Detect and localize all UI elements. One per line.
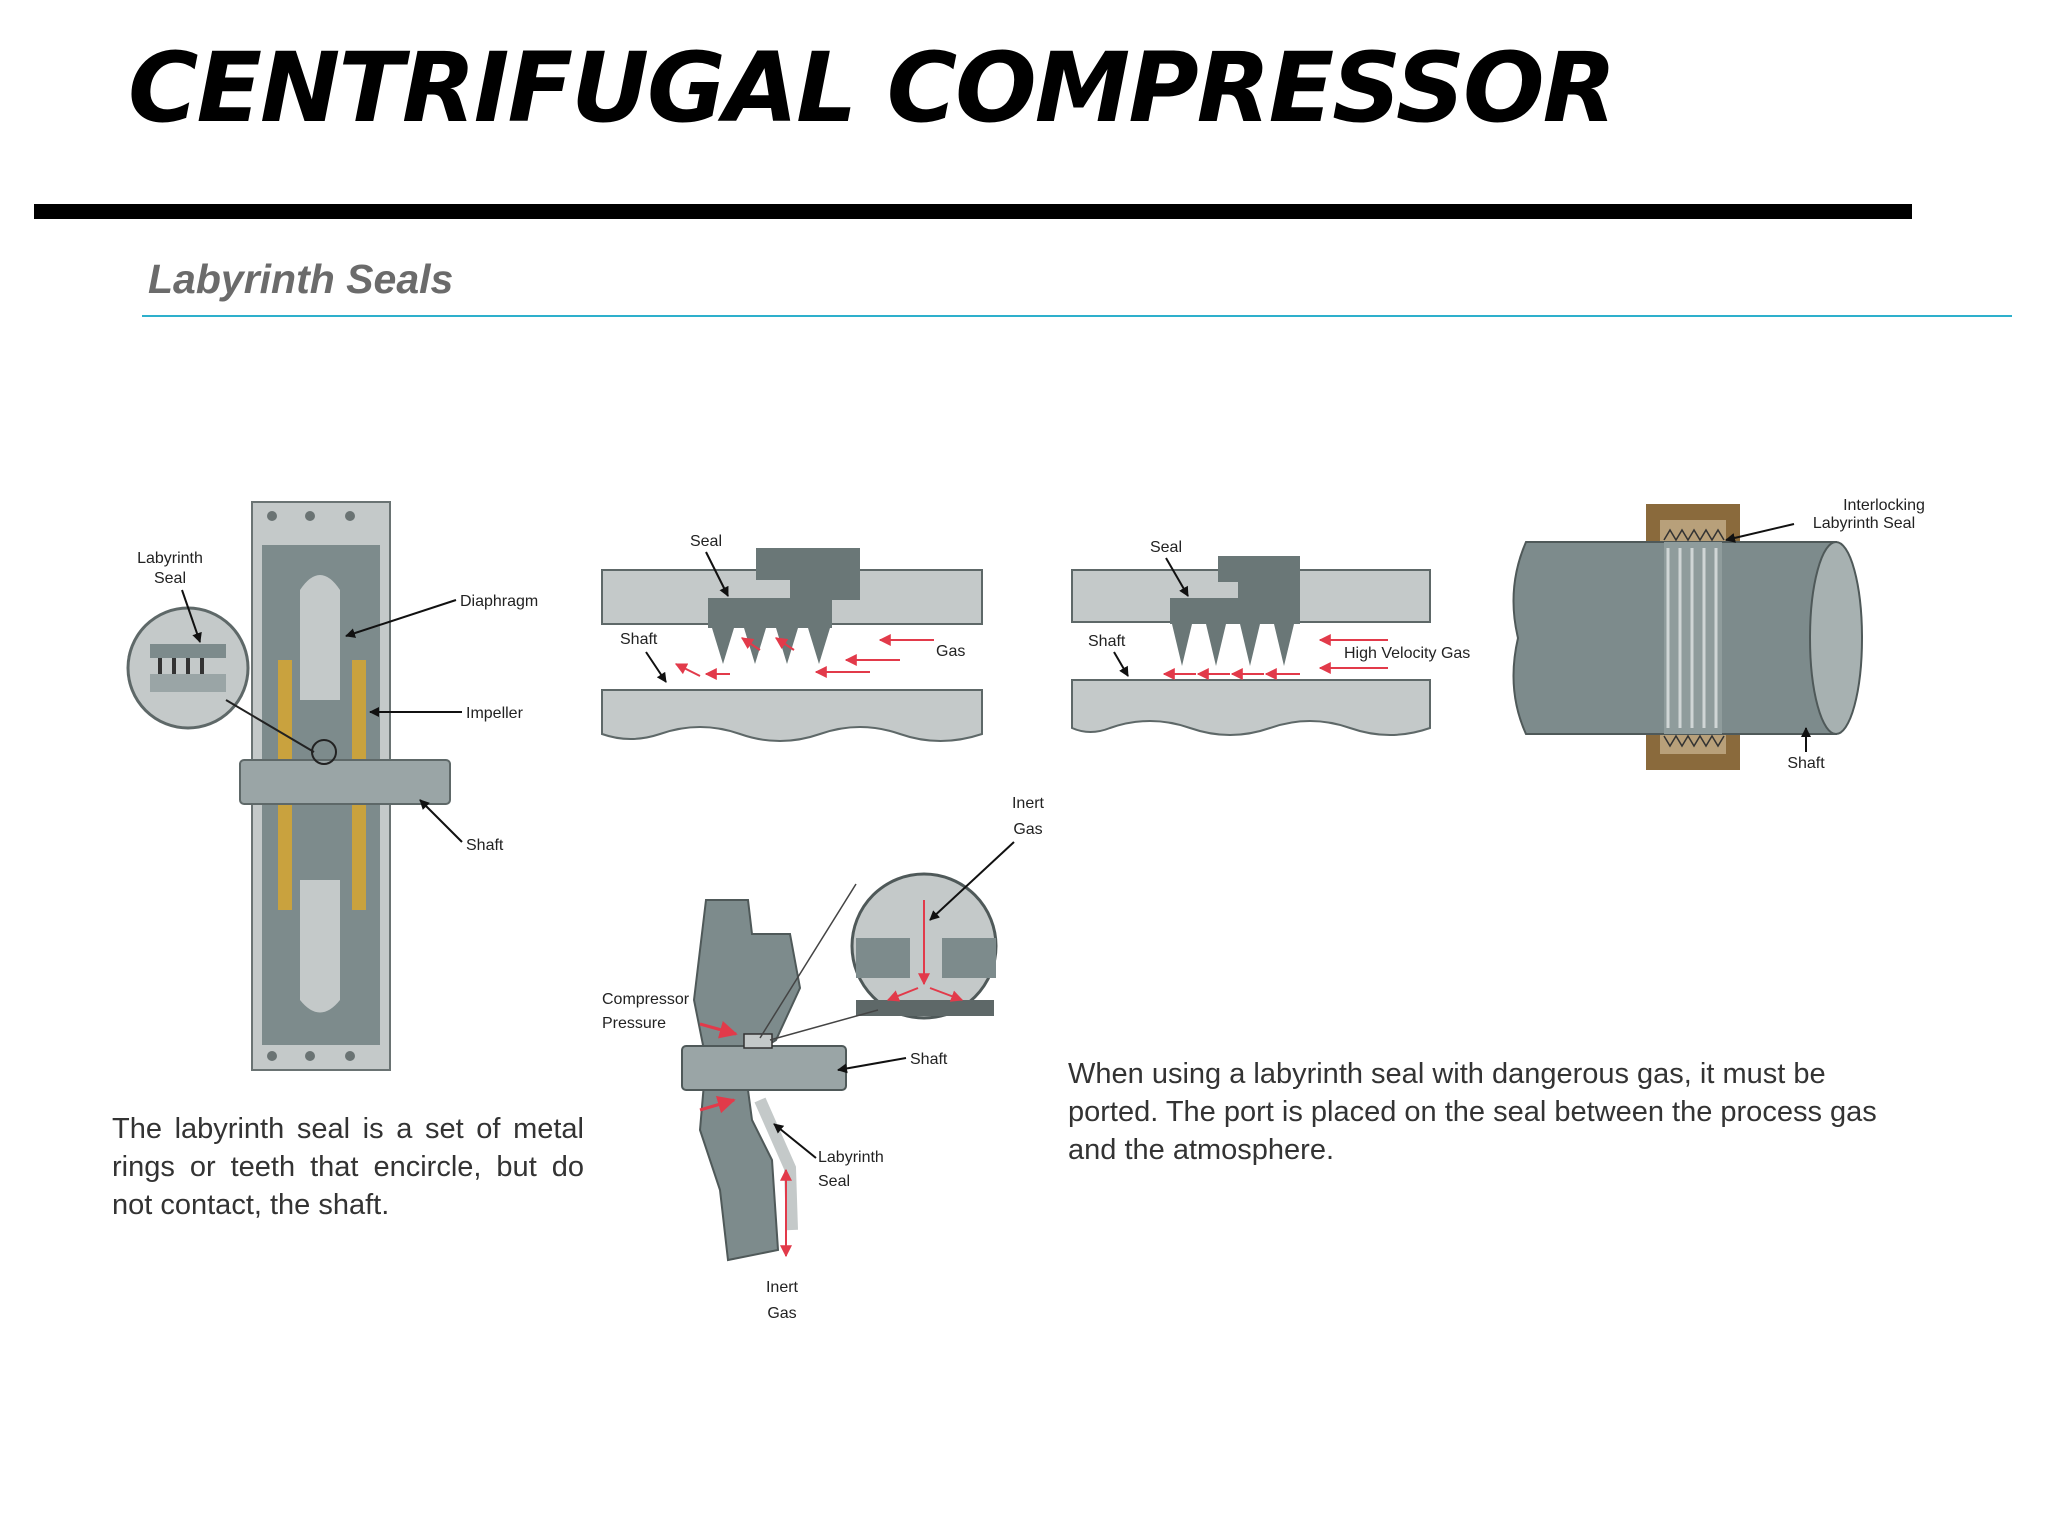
seal-gas-flow-figure: Seal Shaft Gas	[601, 533, 983, 742]
label-shaft: Shaft	[620, 631, 658, 648]
label-gas-top: Gas	[1013, 821, 1042, 838]
label-labyrinth: Labyrinth	[818, 1149, 884, 1166]
label-pressure: Pressure	[602, 1015, 666, 1032]
label-high-velocity-gas: High Velocity Gas	[1344, 645, 1470, 662]
label-shaft: Shaft	[1787, 755, 1825, 772]
compressor-section-figure: Labyrinth Seal Diaphragm Impeller Shaft	[126, 501, 538, 1071]
label-inert-top: Inert	[1012, 795, 1045, 812]
label-shaft: Shaft	[910, 1051, 948, 1068]
label-labyrinth-seal: Labyrinth Seal	[1813, 515, 1915, 532]
label-seal: Seal	[1150, 539, 1182, 556]
label-impeller: Impeller	[466, 705, 524, 722]
label-seal: Seal	[818, 1173, 850, 1190]
label-interlocking: Interlocking	[1843, 497, 1925, 514]
section-heading: Labyrinth Seals	[148, 256, 454, 302]
ported-seal-figure: Inert Gas Compressor Pressure Shaft Laby…	[602, 795, 1045, 1322]
label-gas-bottom: Gas	[767, 1305, 796, 1322]
label-labyrinth: Labyrinth	[137, 550, 203, 567]
seal-high-velocity-figure: Seal Shaft High Velocity Gas	[1071, 539, 1470, 736]
slide-title: CENTRIFUGAL COMPRESSOR	[128, 32, 1617, 144]
label-gas: Gas	[936, 643, 965, 660]
label-compressor: Compressor	[602, 991, 690, 1008]
label-seal: Seal	[154, 570, 186, 587]
section-rule	[142, 315, 2012, 317]
caption-left: The labyrinth seal is a set of metal rin…	[112, 1113, 584, 1221]
caption-right: When using a labyrinth seal with dangero…	[1068, 1058, 1877, 1166]
label-diaphragm: Diaphragm	[460, 593, 538, 610]
label-seal: Seal	[690, 533, 722, 550]
title-rule	[34, 204, 1912, 219]
label-inert-bottom: Inert	[766, 1279, 799, 1296]
label-shaft: Shaft	[1088, 633, 1126, 650]
interlocking-seal-figure: Interlocking Labyrinth Seal Shaft	[1512, 497, 1925, 772]
label-shaft: Shaft	[466, 837, 504, 854]
